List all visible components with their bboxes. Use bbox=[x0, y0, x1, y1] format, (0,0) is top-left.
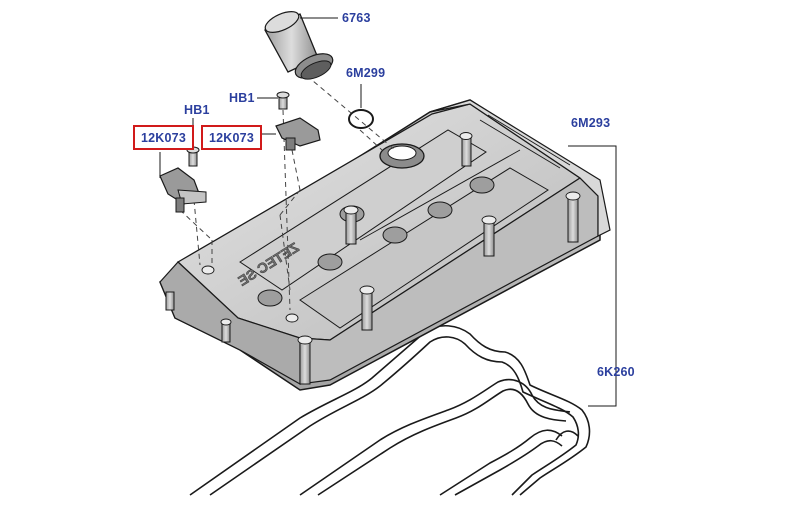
callout-6M293[interactable]: 6M293 bbox=[571, 116, 611, 130]
callout-12K073-left[interactable]: 12K073 bbox=[133, 125, 194, 150]
valve-cover: ZETEC SE bbox=[159, 99, 611, 391]
assembly-guides bbox=[179, 69, 396, 311]
o-ring-part bbox=[348, 109, 374, 129]
sensor-right-part bbox=[275, 117, 321, 151]
callout-12K073-right[interactable]: 12K073 bbox=[201, 125, 262, 150]
callout-6M299[interactable]: 6M299 bbox=[346, 66, 386, 80]
gasket-outline bbox=[189, 325, 591, 496]
bolt-upper-part bbox=[276, 91, 290, 110]
callout-6763[interactable]: 6763 bbox=[342, 11, 371, 25]
sensor-left-part bbox=[159, 167, 207, 213]
oil-filler-cap-part bbox=[264, 11, 334, 80]
callout-HB1-upper[interactable]: HB1 bbox=[229, 91, 255, 105]
callout-6K260[interactable]: 6K260 bbox=[597, 365, 635, 379]
callout-HB1-lower[interactable]: HB1 bbox=[184, 103, 210, 117]
